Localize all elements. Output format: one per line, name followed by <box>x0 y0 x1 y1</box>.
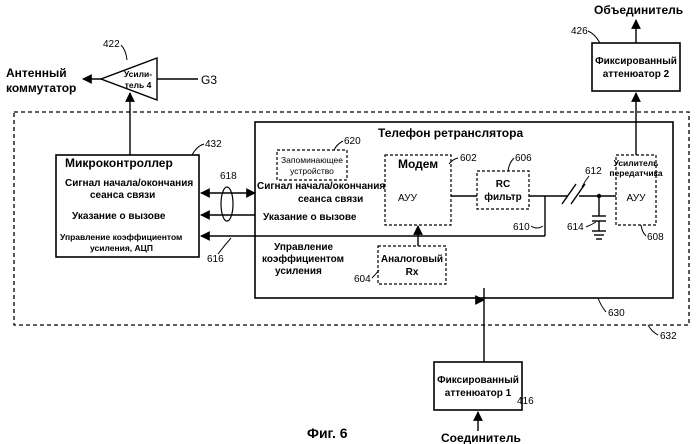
connector-label: Соединитель <box>441 431 521 444</box>
fixed-attenuator-1-line1: Фиксированный <box>437 375 519 386</box>
combiner-label: Объединитель <box>594 3 683 17</box>
modem-agc: АУУ <box>398 193 418 204</box>
ref-630: 630 <box>608 308 625 319</box>
ref-602: 602 <box>460 153 477 164</box>
ref-432-leader <box>192 144 204 155</box>
modem-title: Модем <box>398 157 438 171</box>
microcontroller-title: Микроконтроллер <box>65 156 173 170</box>
amplifier-4-line1: Усили- <box>124 69 152 79</box>
ref-614: 614 <box>567 222 584 233</box>
memory-line1: Запоминающее <box>281 155 343 165</box>
ref-426: 426 <box>571 26 588 37</box>
g3-label: G3 <box>201 73 217 87</box>
ref-426-leader <box>588 31 600 43</box>
tx-amplifier-line2: передатчика <box>609 168 662 178</box>
phone-gain-line1: Управление <box>274 242 334 253</box>
ref-616: 616 <box>207 254 224 265</box>
ref-632: 632 <box>660 331 677 342</box>
ref-610: 610 <box>513 222 530 233</box>
mcu-gain-line2: усиления, АЦП <box>90 243 153 253</box>
tx-amplifier-agc: АУУ <box>627 193 647 204</box>
amplifier-4-line2: тель 4 <box>125 80 152 90</box>
phone-gain-line3: усиления <box>275 266 322 277</box>
ref-608: 608 <box>647 232 664 243</box>
ref-422: 422 <box>103 39 120 50</box>
mcu-call-indication: Указание о вызове <box>72 211 166 222</box>
ref-618: 618 <box>220 171 237 182</box>
ref-632-leader <box>648 325 658 335</box>
ref-432: 432 <box>205 139 222 150</box>
antenna-switch-line1: Антенный <box>6 66 67 80</box>
rc-filter-box <box>477 171 529 209</box>
amplifier-4-triangle <box>101 58 157 100</box>
ref-620: 620 <box>344 136 361 147</box>
fixed-attenuator-2-line2: аттенюатор 2 <box>603 69 670 80</box>
ref-416: 416 <box>517 396 534 407</box>
mcu-session-line1: Сигнал начала/окончания <box>65 178 193 189</box>
fixed-attenuator-2-line1: Фиксированный <box>595 56 677 67</box>
analog-rx-line1: Аналоговый <box>381 254 443 265</box>
fixed-attenuator-1-line2: аттенюатор 1 <box>445 388 512 399</box>
ref-422-leader <box>121 45 127 60</box>
rc-filter-line1: RC <box>496 179 510 190</box>
phone-session-line1: Сигнал начала/окончания <box>257 181 385 192</box>
tx-amplifier-line1: Усилитель <box>614 158 659 168</box>
phone-session-line2: сеанса связи <box>298 194 363 205</box>
ref-612: 612 <box>585 166 602 177</box>
rc-filter-line2: фильтр <box>484 191 522 203</box>
ref-606: 606 <box>515 153 532 164</box>
analog-rx-box <box>378 246 446 284</box>
ref-630-leader <box>598 298 606 312</box>
memory-line2: устройство <box>290 166 334 176</box>
phone-call-indication: Указание о вызове <box>263 212 357 223</box>
analog-rx-line2: Rx <box>406 267 419 278</box>
repeater-phone-title: Телефон ретранслятора <box>378 126 523 140</box>
figure-caption: Фиг. 6 <box>307 425 348 441</box>
ref-604: 604 <box>354 274 371 285</box>
phone-gain-line2: коэффициентом <box>262 253 344 265</box>
fixed-attenuator-1-box <box>434 362 522 410</box>
ref-616-leader <box>218 238 231 254</box>
fixed-attenuator-2-box <box>592 43 680 91</box>
mcu-gain-line1: Управление коэффициентом <box>60 232 182 242</box>
antenna-switch-line2: коммутатор <box>6 81 76 95</box>
mcu-session-line2: сеанса связи <box>90 190 155 201</box>
bus-618-ellipse <box>221 187 233 221</box>
